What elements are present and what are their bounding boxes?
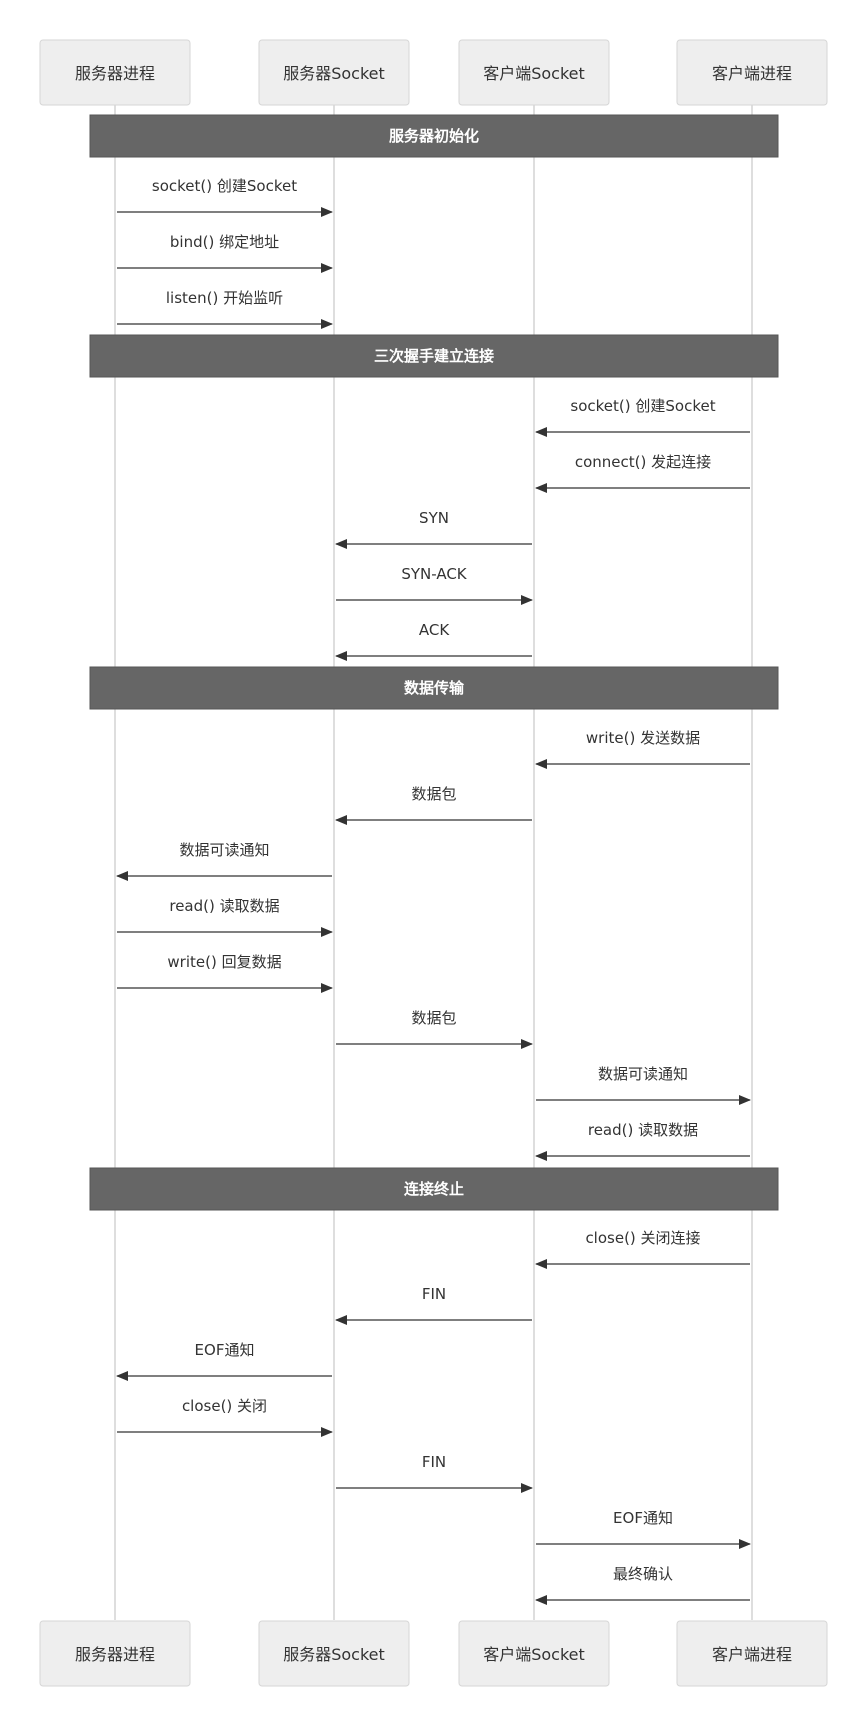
- message-label: bind() 绑定地址: [170, 233, 279, 251]
- section-label: 服务器初始化: [389, 127, 479, 145]
- actors-top: 服务器进程 服务器Socket 客户端Socket 客户端进程: [39, 39, 828, 106]
- message: socket() 创建Socket: [117, 177, 333, 217]
- message: 数据包: [336, 1009, 533, 1049]
- message: 最终确认: [535, 1565, 750, 1605]
- actor-client-process-bottom: 客户端进程: [676, 1620, 828, 1687]
- actor-label: 客户端Socket: [483, 64, 585, 83]
- message: connect() 发起连接: [535, 453, 750, 493]
- message-label: EOF通知: [195, 1341, 255, 1359]
- actor-label: 客户端Socket: [483, 1645, 585, 1664]
- message-label: socket() 创建Socket: [570, 397, 715, 415]
- message: 数据可读通知: [536, 1065, 751, 1105]
- message: SYN: [335, 509, 532, 549]
- actor-server-socket-bottom: 服务器Socket: [258, 1620, 410, 1687]
- actor-label: 客户端进程: [712, 64, 792, 83]
- message-label: connect() 发起连接: [575, 453, 711, 471]
- lifelines: [114, 105, 753, 1620]
- message-label: close() 关闭连接: [585, 1229, 700, 1247]
- message-label: SYN: [419, 509, 449, 527]
- message-label: listen() 开始监听: [166, 289, 283, 307]
- message: SYN-ACK: [336, 565, 533, 605]
- message-label: 数据包: [411, 1009, 456, 1027]
- message-label: FIN: [422, 1453, 446, 1471]
- actors-bottom: 服务器进程 服务器Socket 客户端Socket 客户端进程: [39, 1620, 828, 1687]
- actor-server-process-bottom: 服务器进程: [39, 1620, 191, 1687]
- message: socket() 创建Socket: [535, 397, 750, 437]
- message: FIN: [336, 1453, 533, 1493]
- message: read() 读取数据: [535, 1121, 750, 1161]
- message-label: read() 读取数据: [588, 1121, 698, 1139]
- message: close() 关闭: [117, 1397, 333, 1437]
- message-label: SYN-ACK: [401, 565, 467, 583]
- message-label: EOF通知: [613, 1509, 673, 1527]
- message: bind() 绑定地址: [117, 233, 333, 273]
- actor-label: 服务器进程: [75, 64, 155, 83]
- actor-client-socket-top: 客户端Socket: [458, 39, 610, 106]
- message-label: 最终确认: [613, 1565, 673, 1583]
- actor-client-socket-bottom: 客户端Socket: [458, 1620, 610, 1687]
- message: EOF通知: [116, 1341, 332, 1381]
- section-label: 数据传输: [404, 679, 465, 697]
- message-label: 数据包: [411, 785, 456, 803]
- message: 数据包: [335, 785, 532, 825]
- section-data-transfer: 数据传输: [89, 666, 779, 710]
- actor-label: 服务器进程: [75, 1645, 155, 1664]
- message: read() 读取数据: [117, 897, 333, 937]
- section-server-init: 服务器初始化: [89, 114, 779, 158]
- section-handshake: 三次握手建立连接: [89, 334, 779, 378]
- message: 数据可读通知: [116, 841, 332, 881]
- message-label: write() 发送数据: [586, 729, 700, 747]
- section-label: 连接终止: [404, 1180, 464, 1198]
- message-label: ACK: [419, 621, 450, 639]
- message-label: write() 回复数据: [167, 953, 281, 971]
- message-label: close() 关闭: [182, 1397, 267, 1415]
- section-termination: 连接终止: [89, 1167, 779, 1211]
- message-label: socket() 创建Socket: [152, 177, 297, 195]
- actor-server-process-top: 服务器进程: [39, 39, 191, 106]
- message-label: 数据可读通知: [179, 841, 269, 859]
- actor-server-socket-top: 服务器Socket: [258, 39, 410, 106]
- sections: 服务器初始化 三次握手建立连接 数据传输 连接终止: [89, 114, 779, 1211]
- message: write() 回复数据: [117, 953, 333, 993]
- message: EOF通知: [536, 1509, 751, 1549]
- message: write() 发送数据: [535, 729, 750, 769]
- actor-client-process-top: 客户端进程: [676, 39, 828, 106]
- actor-label: 客户端进程: [712, 1645, 792, 1664]
- messages: socket() 创建Socket bind() 绑定地址 listen() 开始监…: [116, 177, 751, 1605]
- message: ACK: [335, 621, 532, 661]
- message-label: FIN: [422, 1285, 446, 1303]
- actor-label: 服务器Socket: [283, 64, 385, 83]
- message-label: 数据可读通知: [598, 1065, 688, 1083]
- message: close() 关闭连接: [535, 1229, 750, 1269]
- message-label: read() 读取数据: [169, 897, 279, 915]
- section-label: 三次握手建立连接: [374, 347, 494, 365]
- actor-label: 服务器Socket: [283, 1645, 385, 1664]
- message: FIN: [335, 1285, 532, 1325]
- message: listen() 开始监听: [117, 289, 333, 329]
